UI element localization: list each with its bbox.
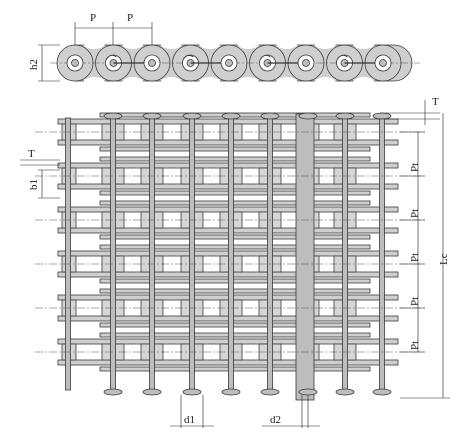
- pin-head-top: [335, 112, 355, 120]
- inner-plate-strip: [99, 200, 371, 206]
- transverse-pitch-label-5: Pt: [409, 341, 421, 350]
- inner-plate-strip: [99, 332, 371, 338]
- inner-plate-strip: [99, 190, 371, 196]
- top-pin: [228, 117, 234, 391]
- side-waist-top: [160, 37, 183, 49]
- inner-plate-strip: [99, 156, 371, 162]
- pin-head-bottom: [298, 388, 318, 396]
- pitch-label-left: P: [90, 12, 96, 24]
- pin-head-top: [103, 112, 123, 120]
- top-pin: [267, 117, 273, 391]
- side-clip: [106, 55, 117, 60]
- transverse-pitch-label-3: Pt: [409, 253, 421, 262]
- side-waist-bottom: [198, 77, 221, 89]
- pin-head-bottom: [335, 388, 355, 396]
- inner-plate-strip: [99, 288, 371, 294]
- pin-head-bottom: [372, 388, 392, 396]
- plate-thickness-label-left: T: [28, 148, 35, 160]
- inner-plate-strip: [99, 366, 371, 372]
- side-waist-top: [352, 37, 375, 49]
- side-clip: [337, 55, 348, 60]
- top-pin: [342, 117, 348, 391]
- plate-thickness-label-top: T: [432, 96, 439, 108]
- side-waist-top: [198, 37, 221, 49]
- side-pin: [302, 59, 310, 67]
- inner-plate-strip: [99, 146, 371, 152]
- top-pin: [65, 117, 71, 391]
- pin-head-top: [182, 112, 202, 120]
- connecting-pin: [295, 113, 315, 401]
- side-waist-top: [237, 37, 260, 49]
- inner-plate-strip: [99, 278, 371, 284]
- inner-plate-strip: [99, 244, 371, 250]
- top-view-chain: [35, 112, 425, 401]
- side-waist-bottom: [314, 77, 337, 89]
- side-waist-bottom: [160, 77, 183, 89]
- pin-head-bottom: [182, 388, 202, 396]
- dimension-lines: [20, 22, 450, 428]
- side-waist-top: [121, 37, 144, 49]
- side-waist-bottom: [121, 77, 144, 89]
- side-waist-bottom: [83, 77, 106, 89]
- inner-width-label: b1: [28, 179, 40, 190]
- transverse-pitch-label-2: Pt: [409, 209, 421, 218]
- pin-head-bottom: [260, 388, 280, 396]
- side-view-chain: [50, 37, 420, 89]
- side-waist-top: [275, 37, 298, 49]
- transverse-pitch-label-1: Pt: [409, 163, 421, 172]
- side-waist-top: [83, 37, 106, 49]
- side-waist-bottom: [352, 77, 375, 89]
- side-waist-bottom: [275, 77, 298, 89]
- top-pin: [189, 117, 195, 391]
- side-pin: [379, 59, 387, 67]
- side-pin: [148, 59, 156, 67]
- plate-height-label: h2: [28, 59, 40, 70]
- pitch-label-right: P: [127, 12, 133, 24]
- pin-head-bottom: [142, 388, 162, 396]
- side-waist-bottom: [237, 77, 260, 89]
- top-pin: [379, 117, 385, 391]
- pin-head-bottom: [103, 388, 123, 396]
- side-clip: [260, 55, 271, 60]
- pin-length-label: Lc: [438, 253, 450, 265]
- pin-head-top: [260, 112, 280, 120]
- side-waist-top: [314, 37, 337, 49]
- side-pin: [225, 59, 233, 67]
- inner-plate-strip: [99, 234, 371, 240]
- roller-diameter-label: d1: [184, 414, 195, 426]
- inner-plate-strip: [99, 322, 371, 328]
- top-pin: [110, 117, 116, 391]
- pin-head-top: [142, 112, 162, 120]
- side-clip: [183, 55, 194, 60]
- pin-head-top: [298, 112, 318, 120]
- side-pin: [71, 59, 79, 67]
- pin-head-top: [221, 112, 241, 120]
- transverse-pitch-label-4: Pt: [409, 297, 421, 306]
- top-pin: [149, 117, 155, 391]
- pin-head-bottom: [221, 388, 241, 396]
- pin-head-top: [372, 112, 392, 120]
- pin-diameter-label: d2: [270, 414, 281, 426]
